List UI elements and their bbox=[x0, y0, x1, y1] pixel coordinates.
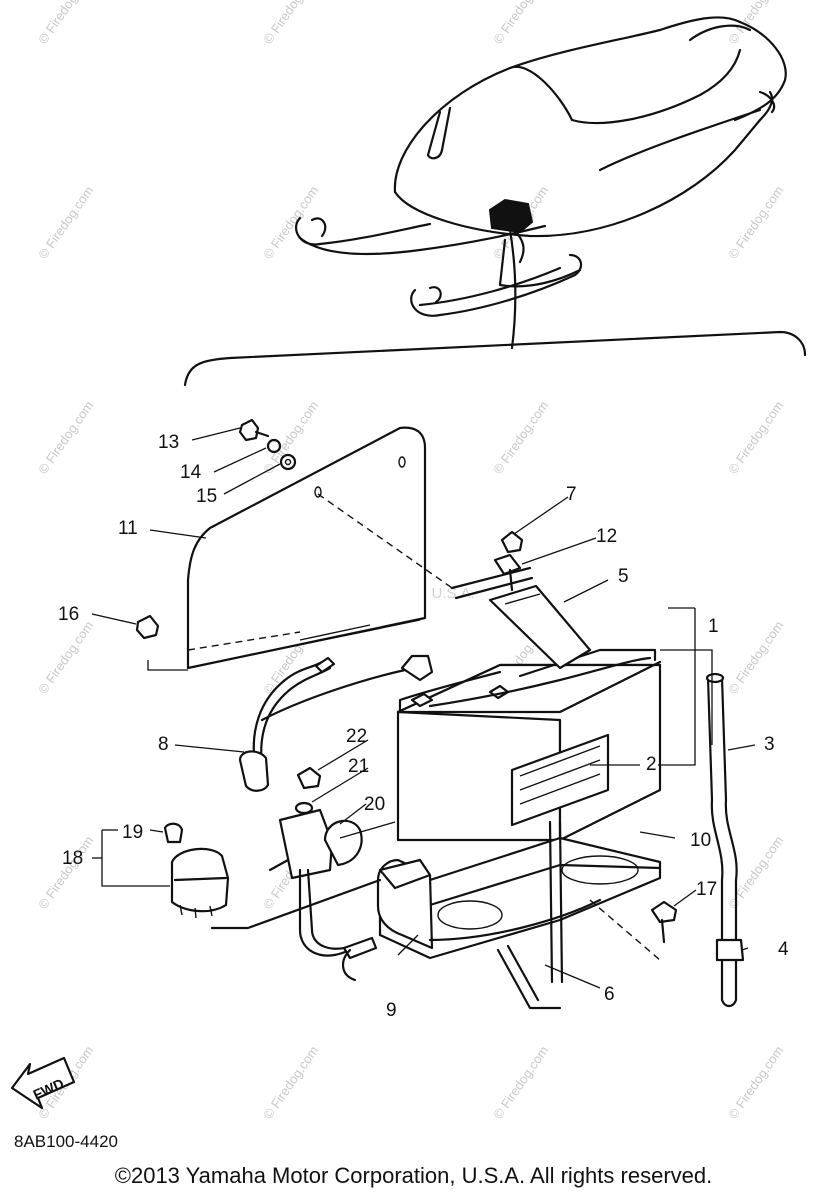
breather-tube bbox=[705, 672, 745, 1008]
cover-hardware bbox=[135, 418, 297, 640]
callout-labels: 13 14 15 11 16 7 12 5 1 3 2 10 17 4 6 9 … bbox=[58, 432, 789, 1021]
callout-8: 8 bbox=[158, 734, 169, 755]
watermark: © Firedog.com bbox=[725, 0, 786, 47]
watermark: © Firedog.com bbox=[35, 0, 96, 47]
callout-14: 14 bbox=[180, 462, 202, 483]
callout-13: 13 bbox=[158, 432, 179, 453]
relay bbox=[163, 822, 382, 930]
copyright-notice: ©2013 Yamaha Motor Corporation, U.S.A. A… bbox=[114, 1163, 713, 1188]
watermark: © Firedog.com bbox=[490, 398, 551, 477]
section-separator bbox=[183, 330, 807, 387]
callout-leaders bbox=[91, 427, 756, 989]
callout-20: 20 bbox=[364, 794, 385, 815]
starter-relay bbox=[268, 766, 378, 982]
diagram-code: 8AB100-4420 bbox=[14, 1132, 118, 1151]
watermark: © Firedog.com bbox=[725, 833, 786, 912]
callout-11: 11 bbox=[118, 518, 138, 539]
callout-7: 7 bbox=[566, 484, 577, 505]
bolt bbox=[589, 899, 678, 961]
callout-6: 6 bbox=[604, 984, 615, 1005]
callout-18: 18 bbox=[62, 848, 83, 869]
watermark: © Firedog.com bbox=[260, 1043, 321, 1122]
callout-12: 12 bbox=[596, 526, 617, 547]
watermark: © Firedog.com bbox=[725, 398, 786, 477]
battery-tray bbox=[376, 836, 662, 960]
callout-22: 22 bbox=[346, 726, 367, 747]
battery-cable bbox=[238, 654, 434, 792]
callout-15: 15 bbox=[196, 486, 217, 507]
callout-19: 19 bbox=[122, 822, 143, 843]
battery-band bbox=[317, 493, 592, 670]
hold-down-rod bbox=[428, 820, 602, 1010]
watermark: © Firedog.com bbox=[35, 618, 96, 697]
watermark: © Firedog.com bbox=[490, 0, 551, 47]
watermark: © Firedog.com bbox=[725, 618, 786, 697]
watermark: © Firedog.com bbox=[35, 183, 96, 262]
callout-4: 4 bbox=[778, 939, 789, 960]
watermark: © Firedog.com bbox=[725, 1043, 786, 1122]
snowmobile-illustration bbox=[295, 16, 787, 350]
watermark: © Firedog.com bbox=[490, 1043, 551, 1122]
callout-2: 2 bbox=[646, 754, 657, 775]
callout-16: 16 bbox=[58, 604, 79, 625]
callout-21: 21 bbox=[348, 756, 369, 777]
callout-3: 3 bbox=[764, 734, 775, 755]
battery bbox=[396, 648, 662, 842]
watermark: © Firedog.com bbox=[35, 398, 96, 477]
callout-9: 9 bbox=[386, 1000, 397, 1021]
callout-17: 17 bbox=[696, 879, 717, 900]
callout-5: 5 bbox=[618, 566, 629, 587]
callout-1: 1 bbox=[708, 616, 719, 637]
watermark: © Firedog.com bbox=[260, 183, 321, 262]
watermark: © Firedog.com bbox=[35, 833, 96, 912]
watermark: © Firedog.com bbox=[725, 183, 786, 262]
watermark: © Firedog.com bbox=[260, 0, 321, 47]
battery-cover bbox=[186, 426, 427, 670]
callout-10: 10 bbox=[690, 830, 711, 851]
